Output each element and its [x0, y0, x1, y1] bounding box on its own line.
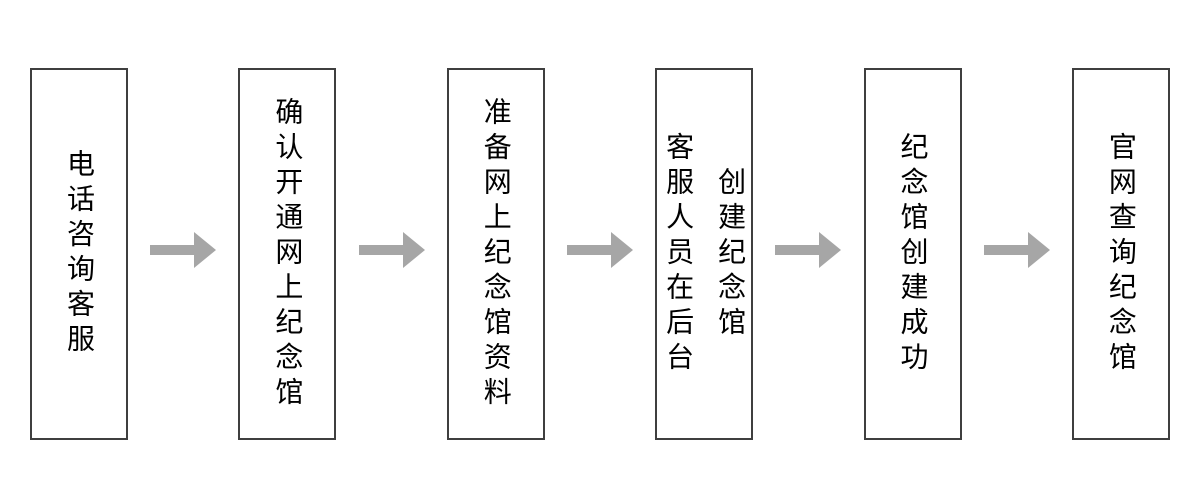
right-block-arrow-icon	[358, 232, 425, 268]
step-label: 纪念馆创建成功	[897, 131, 929, 377]
step-label: 确认开通网上纪念馆	[272, 96, 304, 412]
step-label: 准备网上纪念馆资料	[480, 96, 512, 412]
step-box-official-site-query: 官网查询纪念馆	[1071, 68, 1170, 440]
step-box-confirm-open: 确认开通网上纪念馆	[238, 68, 337, 440]
step-box-create-success: 纪念馆创建成功	[863, 68, 962, 440]
right-block-arrow-icon	[150, 232, 217, 268]
step-label: 电话咨询客服	[64, 149, 95, 359]
right-block-arrow-icon	[566, 232, 633, 268]
step-box-prepare-materials: 准备网上纪念馆资料	[446, 68, 545, 440]
right-block-arrow-icon	[775, 232, 842, 268]
right-block-arrow-icon	[983, 232, 1050, 268]
step-box-phone-consult: 电话咨询客服	[30, 68, 128, 440]
step-label: 官网查询纪念馆	[1105, 131, 1137, 377]
step-box-staff-create: 客服人员在后台 创建纪念馆	[655, 68, 754, 440]
step-label: 客服人员在后台 创建纪念馆	[663, 131, 747, 377]
